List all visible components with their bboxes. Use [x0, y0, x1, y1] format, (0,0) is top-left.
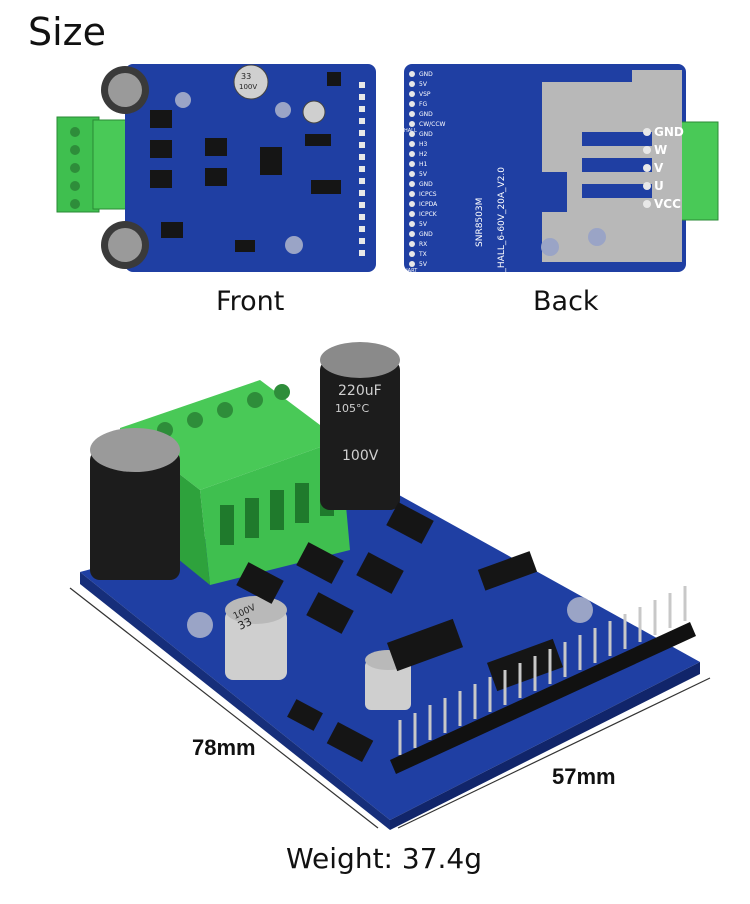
pin-label: FG: [419, 101, 427, 108]
pin-label: V: [654, 161, 664, 175]
pin-label: VSP: [419, 91, 431, 98]
cap-voltage: 100V: [342, 448, 379, 464]
length-dimension-label: 78mm: [192, 735, 256, 760]
pin-label: W: [654, 143, 667, 157]
width-dimension-label: 57mm: [552, 764, 616, 789]
pin-label: H2: [419, 151, 428, 158]
svg-text:100V: 100V: [239, 83, 257, 91]
small-cap-rating: 33: [236, 615, 254, 633]
cap-rating: 220uF: [338, 383, 382, 399]
back-caption: Back: [533, 286, 599, 317]
back-board-image: GND 5V VSP FG GND CW/CCW GND H3 H2 H1 5V…: [404, 64, 719, 274]
pin-label: VCC: [654, 197, 681, 211]
pin-label: H1: [419, 161, 428, 168]
pin-label: GND: [419, 131, 433, 138]
board-name: BLDC_HALL_6-60V_20A_V2.0: [497, 167, 507, 274]
front-board-image: 33 100V: [56, 64, 376, 272]
pin-label: ICPDA: [419, 201, 438, 208]
pin-label: 5V: [419, 221, 428, 228]
pin-label: GND: [419, 231, 433, 238]
pin-label: ICPCS: [419, 191, 437, 198]
group-label: UART: [404, 268, 418, 274]
pin-label: TX: [418, 251, 427, 258]
pin-label: 5V: [419, 261, 428, 268]
pin-label: ICPCK: [419, 211, 438, 218]
pin-label: CW/CCW: [419, 121, 446, 128]
cap-temp: 105°C: [335, 402, 369, 415]
pin-label: GND: [419, 111, 433, 118]
pin-label: GND: [654, 125, 684, 139]
pin-label: GND: [419, 71, 433, 78]
svg-text:33: 33: [241, 72, 251, 81]
page-title: Size: [28, 10, 107, 54]
pin-label: U: [654, 179, 664, 193]
group-label: HALL: [404, 128, 417, 134]
pin-label: 5V: [419, 171, 428, 178]
front-caption: Front: [216, 286, 285, 317]
pin-label: RX: [419, 241, 427, 248]
pin-label: H3: [419, 141, 428, 148]
pin-label: GND: [419, 181, 433, 188]
weight-label: Weight: 37.4g: [286, 842, 482, 875]
pin-label: 5V: [419, 81, 428, 88]
board-model: SNR8503M: [475, 198, 485, 247]
board-perspective-image: 220uF 105°C 100V 33 100V: [69, 342, 711, 830]
